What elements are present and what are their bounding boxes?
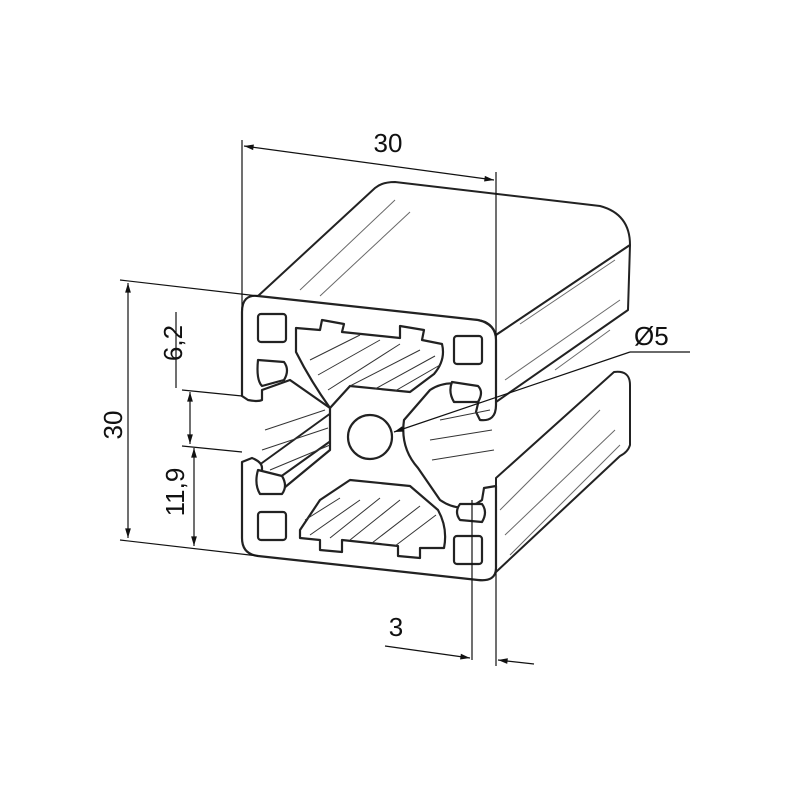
dim-lower-offset-label: 11,9 [160, 468, 190, 517]
bottom-slot-channel [298, 478, 447, 560]
dimension-lines [119, 140, 690, 666]
depth-hatching [299, 199, 621, 556]
channel-hatching [261, 334, 495, 547]
pocket-bottom-left [256, 510, 288, 542]
dim-wall-label: 3 [389, 612, 403, 642]
dim-slot-opening-label: 6,2 [158, 325, 188, 361]
pocket-top-right [452, 334, 484, 366]
pocket-bottom-right [452, 534, 484, 566]
small-pocket-right-lower [455, 502, 487, 524]
dim-left-height-label: 30 [98, 411, 128, 440]
dim-top-width-label: 30 [374, 128, 403, 158]
small-pocket-right-upper [449, 380, 483, 404]
small-pocket-left-lower [255, 468, 287, 496]
pocket-top-left [256, 312, 288, 344]
dim-core-hole-label: Ø5 [634, 321, 669, 351]
right-lower-face [495, 370, 631, 573]
small-pocket-left-upper [256, 358, 289, 388]
core-hole [346, 413, 394, 461]
extrusion-body [254, 181, 631, 573]
